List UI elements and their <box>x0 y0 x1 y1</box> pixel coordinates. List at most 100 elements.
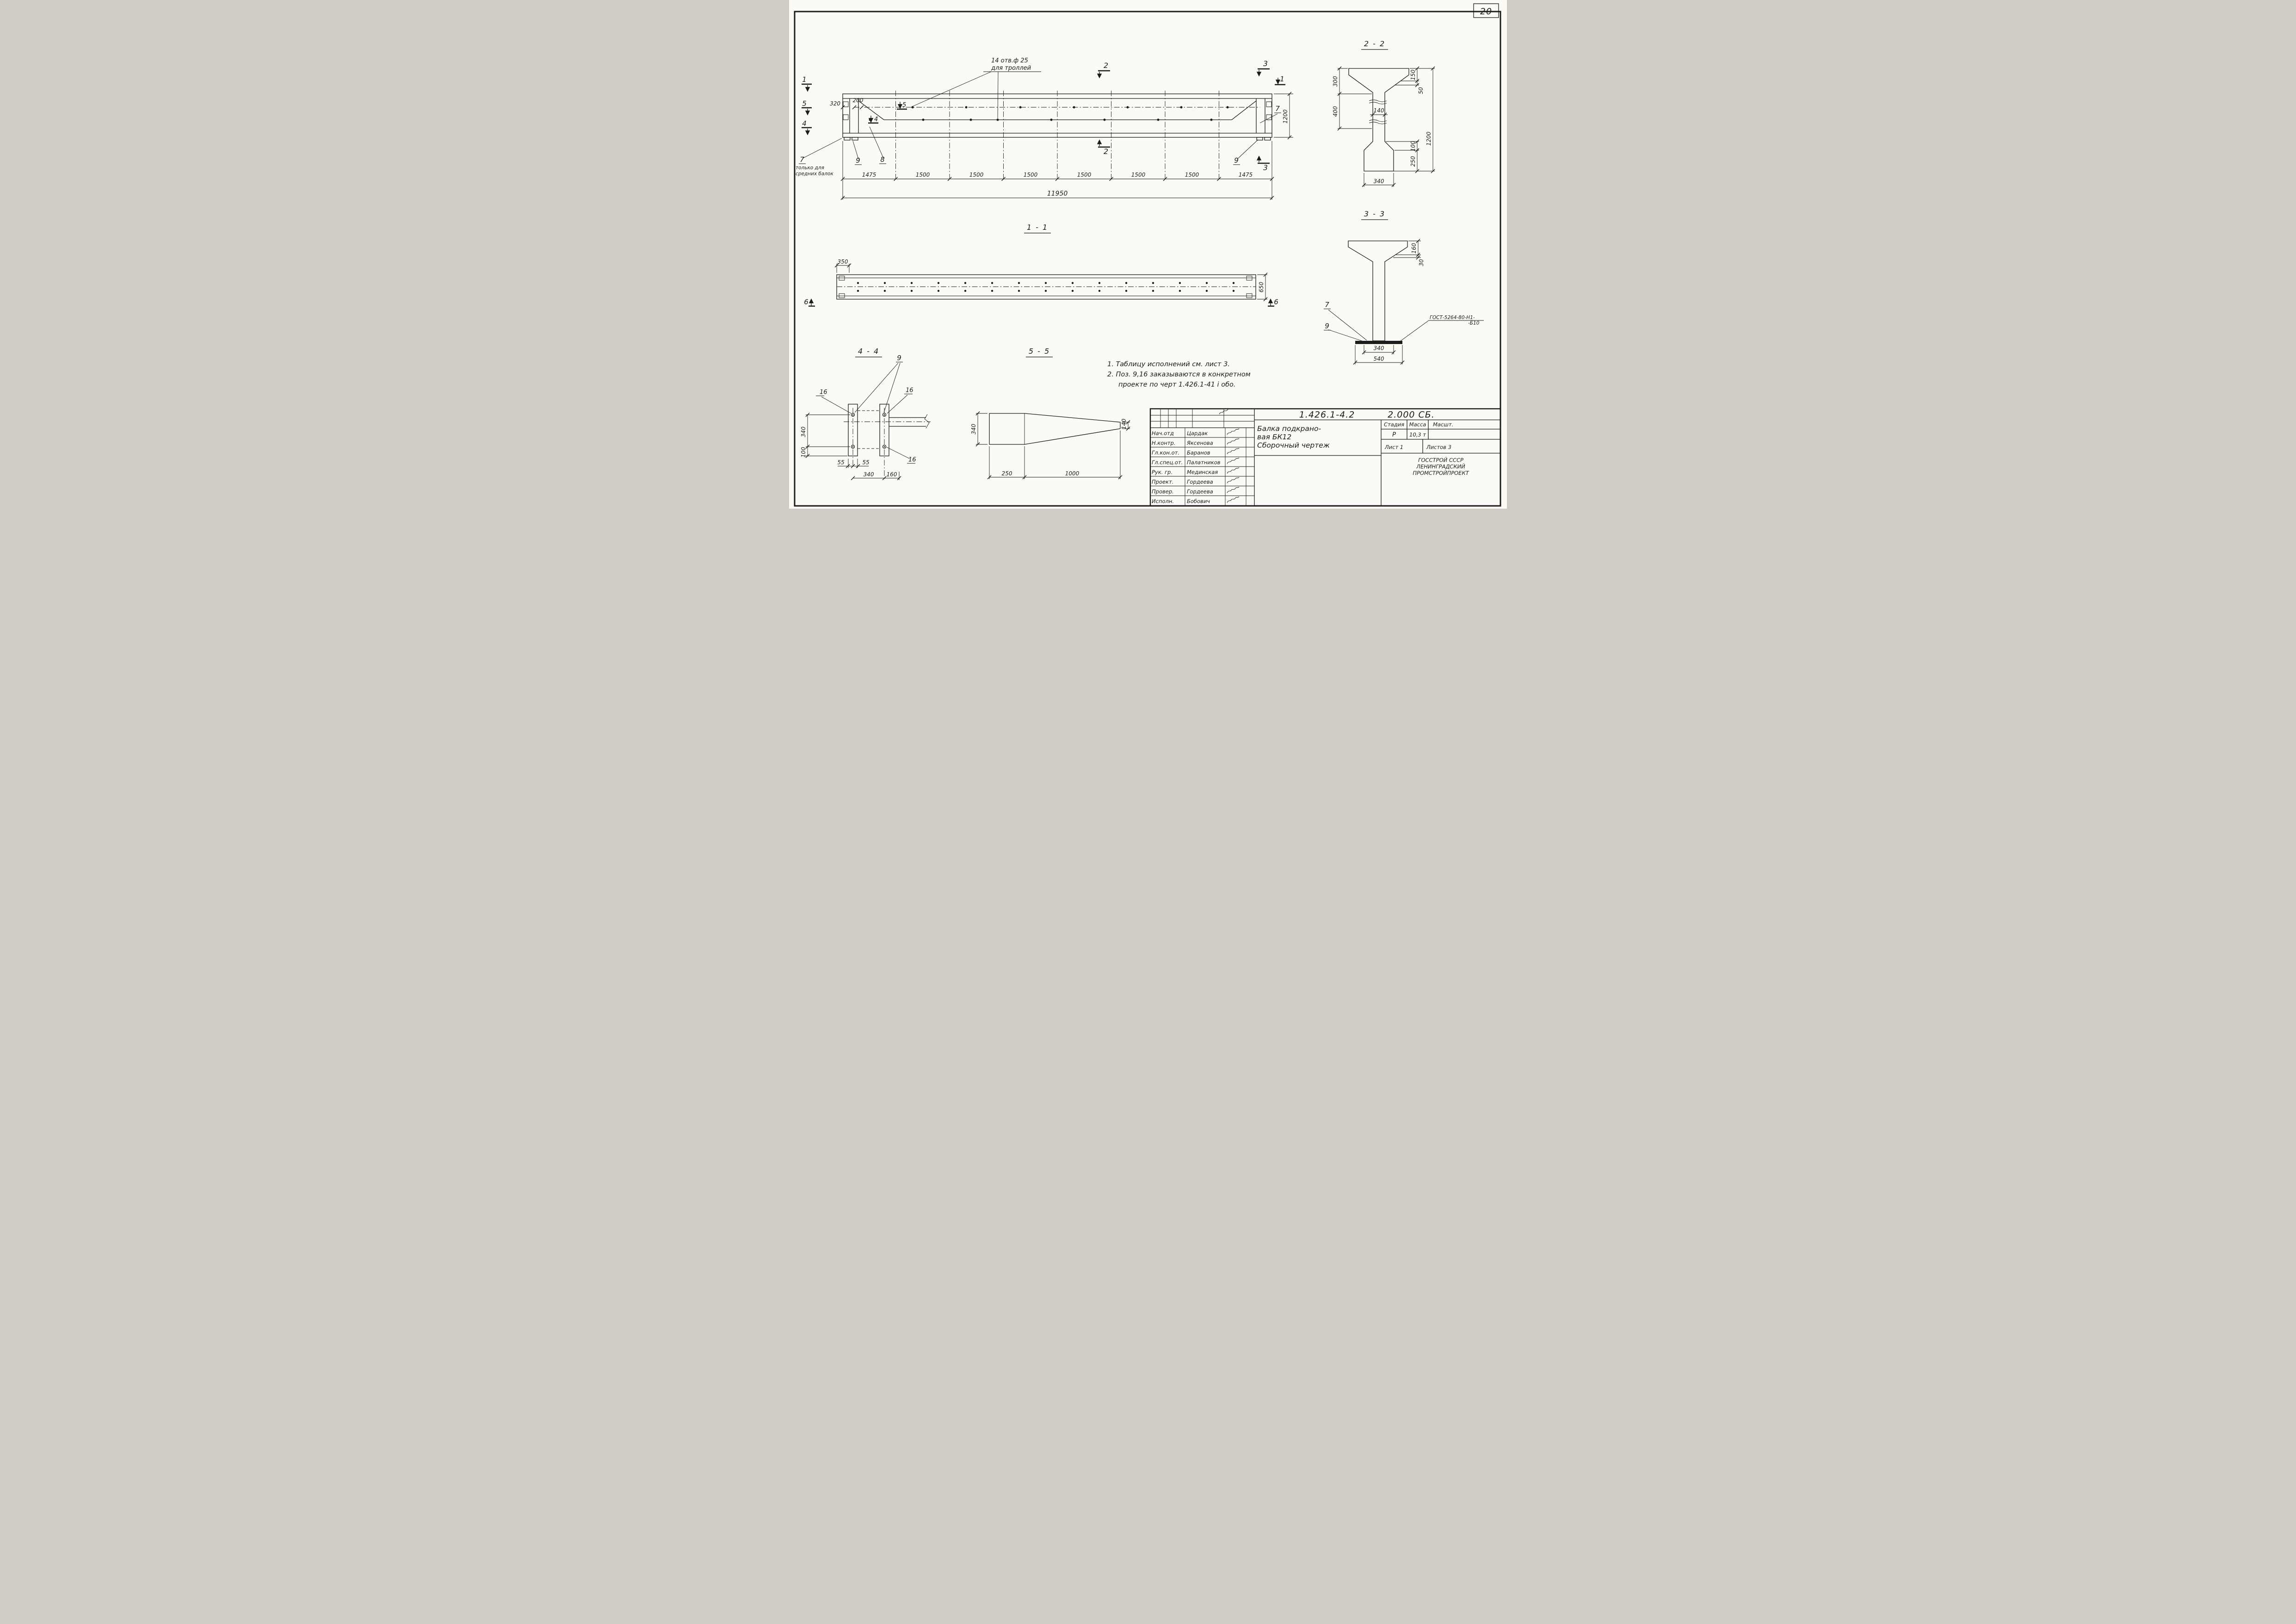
col-stage-header: Стадия <box>1384 421 1404 428</box>
dim-150: 150 <box>1410 69 1416 80</box>
weld-note-line1: ГОСТ-5264-80-Н1- <box>1430 315 1475 320</box>
bearing-pads <box>844 137 1271 141</box>
sig-name-4: Мединская <box>1187 469 1218 475</box>
plan-outline <box>836 274 1256 300</box>
end-post-left <box>848 404 858 456</box>
dim-segment-5: 1500 <box>1131 172 1146 178</box>
signature-scribbles <box>1219 408 1240 503</box>
dim-total: 11950 <box>1047 190 1068 197</box>
cut-mark-5-left: 5 <box>802 99 807 108</box>
sig-name-0: Цардак <box>1187 430 1208 437</box>
sig-role-7: Исполн. <box>1152 498 1174 504</box>
dim-340-section33: 340 <box>1374 345 1384 351</box>
product-title-line3: Сборочный чертеж <box>1257 441 1330 449</box>
sig-role-1: Н.контр. <box>1152 440 1175 446</box>
pos-label-9-left: 9 <box>856 156 860 165</box>
title-block: Нач.отд Цардак Н.контр. Яксенова Гл.кон.… <box>1149 408 1501 507</box>
dim-340-left-section44: 340 <box>800 426 807 437</box>
dim-1000: 1000 <box>1065 470 1080 477</box>
sig-role-4: Рук. гр. <box>1152 469 1173 475</box>
dim-250: 250 <box>1002 470 1012 477</box>
col-scale-header: Масшт. <box>1433 421 1453 428</box>
section-5-5-title: 5 - 5 <box>1029 347 1050 356</box>
dim-350: 350 <box>838 258 848 265</box>
sig-name-3: Палатников <box>1187 459 1221 466</box>
sig-role-2: Гл.кон.от. <box>1152 449 1179 456</box>
section-1-1-title: 1 - 1 <box>1027 223 1048 232</box>
doc-code: 1.426.1-4.2 <box>1299 410 1355 420</box>
sig-role-0: Нач.отд <box>1152 430 1174 437</box>
section-4-4: 4 - 4 9 16 16 16 340 100 55 55 340 16 <box>800 347 931 480</box>
dim-segment-0: 1475 <box>862 172 876 178</box>
dim-100: 100 <box>1410 141 1416 151</box>
dim-140-section55: 140 <box>1121 418 1127 429</box>
section-2-2-outline <box>1348 68 1409 172</box>
signature-rows: Нач.отд Цардак Н.контр. Яксенова Гл.кон.… <box>1152 408 1240 504</box>
sig-role-5: Проект. <box>1152 479 1173 485</box>
web-break-marks <box>1369 99 1387 124</box>
dim-50: 50 <box>1418 87 1424 94</box>
sheets-label: Листов 3 <box>1426 444 1451 450</box>
dim-340-section22: 340 <box>1374 178 1384 185</box>
cut-mark-4-left: 4 <box>802 119 807 128</box>
cut-mark-3-bottom: 3 <box>1263 163 1269 172</box>
section-4-4-title: 4 - 4 <box>858 347 879 356</box>
note-line-1: 1. Таблицу исполнений см. лист 3. <box>1107 361 1230 368</box>
dim-200: 200 <box>853 97 864 104</box>
dim-segment-4: 1500 <box>1077 172 1092 178</box>
bottom-plate <box>1355 341 1402 344</box>
sig-name-6: Гордеева <box>1187 488 1213 495</box>
main-elevation-view: 14 отв.ф 25 для троллей 1 5 4 5 4 2 2 3 <box>796 57 1293 200</box>
section-cut-marks: 1 5 4 5 4 2 2 3 3 1 <box>802 59 1285 172</box>
dim-300: 300 <box>1332 76 1339 86</box>
dim-140: 140 <box>1374 107 1384 114</box>
sheet-number: 20 <box>1480 6 1492 17</box>
dim-segment-1: 1500 <box>916 172 930 178</box>
dim-30: 30 <box>1418 259 1425 266</box>
drawing-canvas: 20 14 отв.ф 25 для троллей 1 5 4 <box>794 3 1501 507</box>
dim-55-left: 55 <box>837 459 844 466</box>
sig-name-5: Гордеева <box>1187 479 1213 485</box>
cut-mark-5-inner: 5 <box>902 102 906 109</box>
callout-line2: для троллей <box>991 65 1031 72</box>
dim-segment-6: 1500 <box>1185 172 1199 178</box>
weld-note-line2: -Б10 <box>1468 320 1480 326</box>
dim-400: 400 <box>1332 106 1339 117</box>
pos-label-8: 8 <box>880 155 885 164</box>
dim-segment-2: 1500 <box>969 172 984 178</box>
dim-320: 320 <box>830 100 840 107</box>
dim-1200-section: 1200 <box>1426 131 1432 146</box>
section-3-3-outline <box>1348 240 1408 341</box>
org-line-3: ПРОМСТРОЙПРОЕКТ <box>1413 469 1469 476</box>
cut-mark-3-top: 3 <box>1263 59 1269 68</box>
note-line-3: проекте по черт 1.426.1-41 і обо. <box>1118 381 1236 388</box>
pos-label-9-section44: 9 <box>897 354 901 362</box>
notes-block: 1. Таблицу исполнений см. лист 3. 2. Поз… <box>1107 361 1251 388</box>
dim-540: 540 <box>1374 356 1384 362</box>
dim-segment-7: 1475 <box>1239 172 1253 178</box>
section-2-2: 2 - 2 300 400 140 150 50 100 250 1200 34… <box>1332 39 1435 187</box>
plan-holes <box>857 282 1235 292</box>
section-1-1: 1 - 1 350 650 6 6 <box>804 223 1278 307</box>
sig-name-1: Яксенова <box>1186 440 1213 446</box>
dim-250: 250 <box>1410 156 1416 166</box>
sig-name-7: Бобович <box>1187 498 1210 504</box>
drawing-sheet: 20 14 отв.ф 25 для троллей 1 5 4 <box>789 0 1507 509</box>
cut-mark-6-left: 6 <box>804 298 809 306</box>
sig-name-2: Баранов <box>1187 449 1210 456</box>
cut-mark-2-bottom: 2 <box>1104 147 1109 156</box>
dim-340-section55: 340 <box>970 424 977 434</box>
pos-label-7-right: 7 <box>1275 105 1280 113</box>
trolley-holes <box>869 106 1229 121</box>
pos-label-9-section33: 9 <box>1325 322 1329 330</box>
sig-role-6: Провер. <box>1152 488 1174 495</box>
cut-mark-4-inner: 4 <box>874 116 878 123</box>
callout-line1: 14 отв.ф 25 <box>991 57 1028 64</box>
stage-value: Р <box>1392 431 1396 438</box>
pos-label-16-left: 16 <box>820 389 827 396</box>
note-only-for-line1: только для <box>796 165 824 171</box>
col-mass-header: Масса <box>1409 421 1426 428</box>
grid-lines <box>854 91 1260 180</box>
product-title-line2: вая БК12 <box>1257 433 1291 441</box>
dim-55-right: 55 <box>862 459 869 466</box>
